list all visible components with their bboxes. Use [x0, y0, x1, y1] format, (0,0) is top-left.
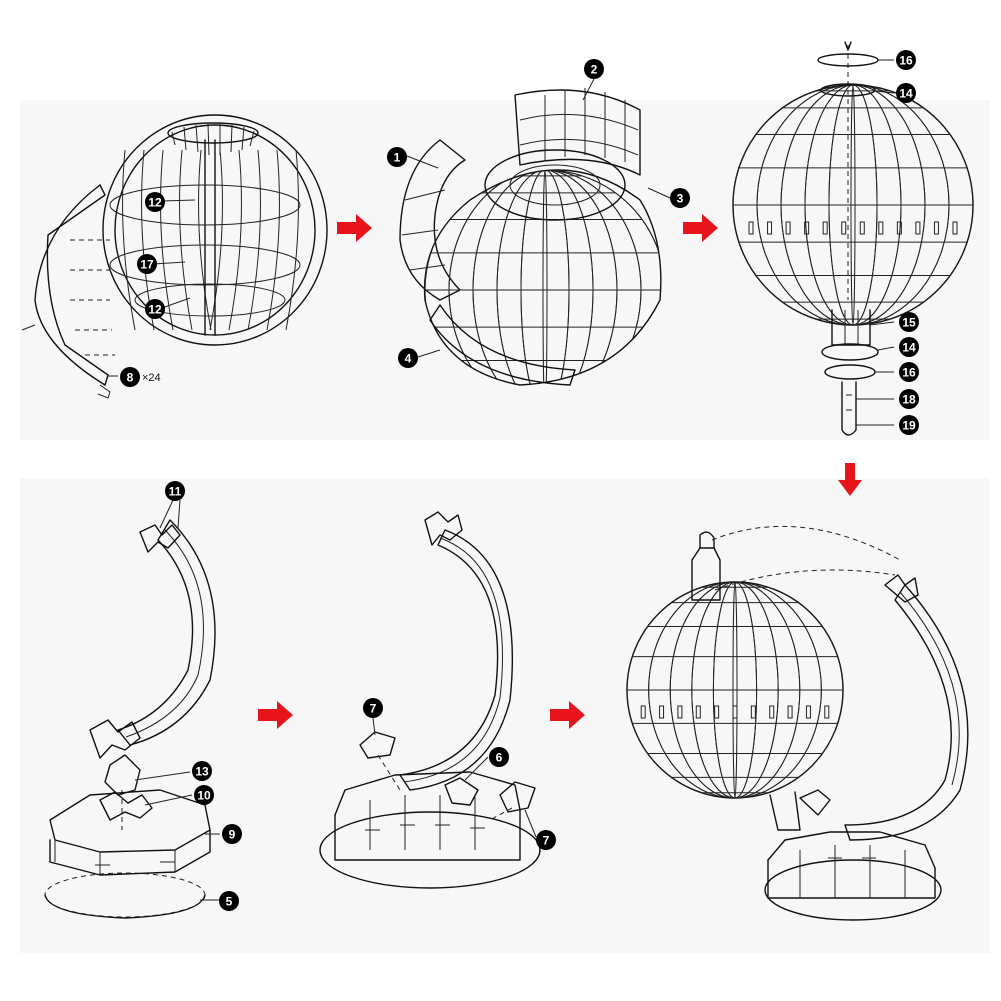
- callout-badge-step-2-4: 4: [398, 348, 418, 368]
- callout-badge-step-5-1: 7: [363, 698, 383, 718]
- callout-number: 14: [902, 341, 916, 355]
- callout-number: 10: [197, 789, 211, 803]
- callout-number: 15: [902, 316, 916, 330]
- callout-badge-step-5-3: 7: [536, 830, 556, 850]
- arrow-down-step3-to-step6: [838, 463, 862, 496]
- callout-number: 7: [543, 834, 550, 848]
- top-row-panel: [20, 100, 990, 440]
- callout-badge-step-4-1: 11: [165, 481, 185, 501]
- step-4-stand: [44, 519, 216, 919]
- callout-badge-step-4-5: 5: [219, 891, 239, 911]
- callout-number: 16: [902, 366, 916, 380]
- callout-number: 5: [226, 895, 233, 909]
- step-3-globe: [732, 41, 974, 436]
- callout-badge-step-3-2: 14: [896, 83, 916, 103]
- arrow-right-step5-to-step6: [550, 701, 585, 729]
- callout-number: 6: [496, 751, 503, 765]
- callout-badge-step-1-3: 12: [145, 299, 165, 319]
- callout-number: 12: [148, 303, 162, 317]
- callout-number: 2: [591, 63, 598, 77]
- arrow-right-step1-to-step2: [337, 214, 372, 242]
- callout-badge-step-3-1: 16: [896, 50, 916, 70]
- step-1-skeleton: [21, 114, 328, 399]
- callout-badge-step-3-3: 15: [899, 312, 919, 332]
- step-1-multiplier: ×24: [142, 372, 161, 384]
- callout-badge-step-5-2: 6: [489, 747, 509, 767]
- callout-number: 7: [370, 702, 377, 716]
- callout-number: 19: [902, 419, 916, 433]
- leader-lines: [108, 59, 895, 901]
- callout-badge-step-2-2: 2: [584, 59, 604, 79]
- callout-badge-step-2-3: 3: [670, 188, 690, 208]
- callout-number: 16: [899, 54, 913, 68]
- callout-number: 8: [127, 371, 134, 385]
- callout-number: 12: [148, 196, 162, 210]
- arrow-right-step4-to-step5: [258, 701, 293, 729]
- callout-badge-step-2-1: 1: [387, 147, 407, 167]
- callout-number: 11: [169, 485, 182, 499]
- callout-badge-step-4-3: 10: [194, 785, 214, 805]
- callout-number: 9: [229, 828, 236, 842]
- callout-number: 14: [899, 87, 913, 101]
- callout-number: 1: [394, 151, 401, 165]
- step-2-shell: [399, 88, 662, 386]
- step-6-final-globe: [626, 525, 969, 921]
- step-5-stand: [319, 511, 541, 889]
- callout-badge-step-3-6: 18: [899, 389, 919, 409]
- arrow-right-step2-to-step3: [683, 214, 718, 242]
- callout-badge-step-3-5: 16: [899, 362, 919, 382]
- callout-number: 3: [677, 192, 684, 206]
- callout-number: 13: [195, 765, 209, 779]
- callout-badge-step-3-7: 19: [899, 415, 919, 435]
- callout-badge-step-1-2: 17: [137, 254, 157, 274]
- callout-badge-step-4-2: 13: [192, 761, 212, 781]
- callout-number: 4: [405, 352, 412, 366]
- callout-badge-step-1-1: 12: [145, 192, 165, 212]
- callout-badge-step-3-4: 14: [899, 337, 919, 357]
- callout-badge-step-1-4: 8: [120, 367, 140, 387]
- callout-badge-step-4-4: 9: [222, 824, 242, 844]
- callout-number: 18: [902, 393, 916, 407]
- callout-number: 17: [140, 258, 154, 272]
